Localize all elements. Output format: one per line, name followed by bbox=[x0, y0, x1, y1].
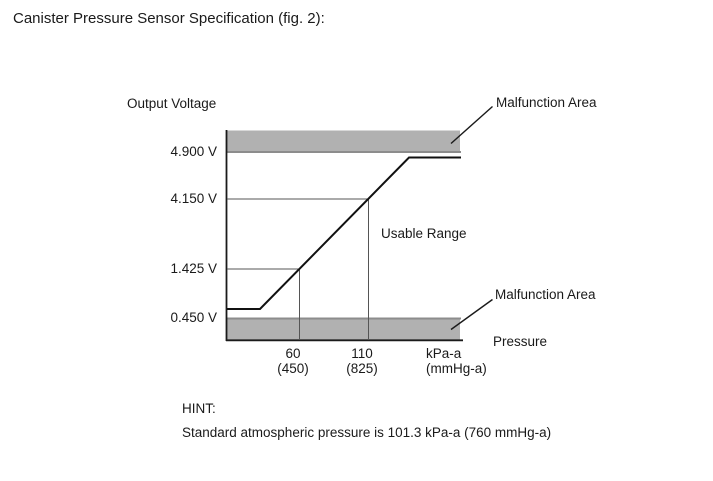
hint-label: HINT: bbox=[182, 401, 216, 416]
y-axis-title: Output Voltage bbox=[127, 96, 217, 111]
usable-range-label: Usable Range bbox=[381, 226, 467, 241]
malfunction-area-label-bottom: Malfunction Area bbox=[495, 287, 596, 302]
sensor-output-curve bbox=[227, 156, 461, 310]
page-title: Canister Pressure Sensor Specification (… bbox=[13, 10, 325, 27]
x-unit-mmhg: (mmHg-a) bbox=[426, 361, 487, 376]
malfunction-band-top bbox=[227, 130, 460, 152]
x-tick-60-mmhg: (450) bbox=[277, 361, 309, 376]
x-axis-title: Pressure bbox=[493, 334, 548, 349]
hint-text: Standard atmospheric pressure is 101.3 k… bbox=[182, 425, 552, 440]
y-tick-0450v: 0.450 V bbox=[170, 310, 217, 325]
malfunction-area-label-top: Malfunction Area bbox=[496, 95, 597, 110]
y-tick-4150v: 4.150 V bbox=[170, 191, 217, 206]
y-tick-4900v: 4.900 V bbox=[170, 144, 217, 159]
x-unit-kpa: kPa-a bbox=[426, 346, 462, 361]
leader-line-malfunction-bottom bbox=[450, 298, 493, 331]
malfunction-band-bottom bbox=[227, 318, 460, 340]
x-tick-60-kpa: 60 bbox=[285, 346, 301, 361]
x-tick-110-kpa: 110 bbox=[351, 346, 373, 361]
x-tick-60: 60 (450) bbox=[261, 346, 325, 376]
leader-line-malfunction-top bbox=[450, 105, 493, 145]
x-tick-110-mmhg: (825) bbox=[346, 361, 378, 376]
x-unit-label: kPa-a (mmHg-a) bbox=[426, 346, 518, 376]
x-tick-110: 110 (825) bbox=[330, 346, 394, 376]
y-tick-1425v: 1.425 V bbox=[170, 261, 217, 276]
